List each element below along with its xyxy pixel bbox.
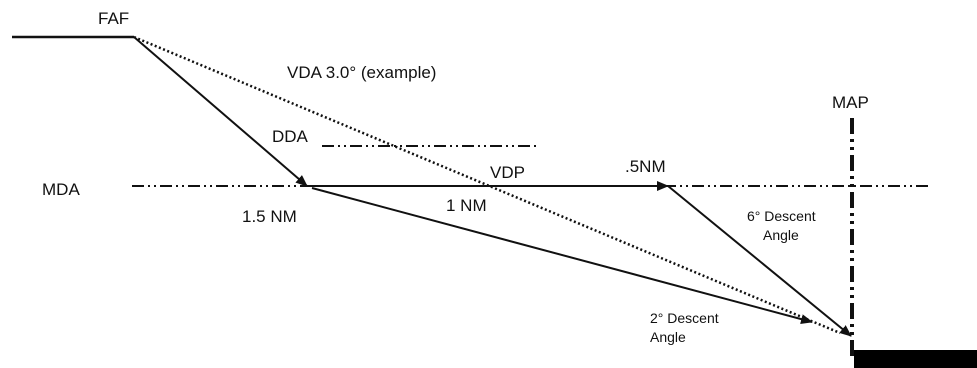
- one-nm-label: 1 NM: [446, 196, 487, 215]
- faf-to-mda-descent-arrow: [133, 36, 308, 187]
- runway-ground-block: [854, 350, 977, 368]
- dda-label: DDA: [272, 127, 309, 146]
- faf-label: FAF: [98, 9, 129, 28]
- map-label: MAP: [832, 93, 869, 112]
- mda-label: MDA: [42, 180, 80, 199]
- one-half-nm-label: 1.5 NM: [242, 207, 297, 226]
- six-deg-label-line1: 6° Descent: [747, 208, 816, 224]
- six-degree-descent-arrow: [667, 185, 852, 337]
- half-nm-label: .5NM: [625, 157, 666, 176]
- vda-label: VDA 3.0° (example): [287, 63, 436, 82]
- two-deg-label-line2: Angle: [650, 329, 686, 345]
- two-deg-label-line1: 2° Descent: [650, 310, 719, 326]
- six-deg-label-line2: Angle: [763, 227, 799, 243]
- two-degree-descent-arrow: [311, 187, 813, 324]
- vdp-label: VDP: [490, 163, 525, 182]
